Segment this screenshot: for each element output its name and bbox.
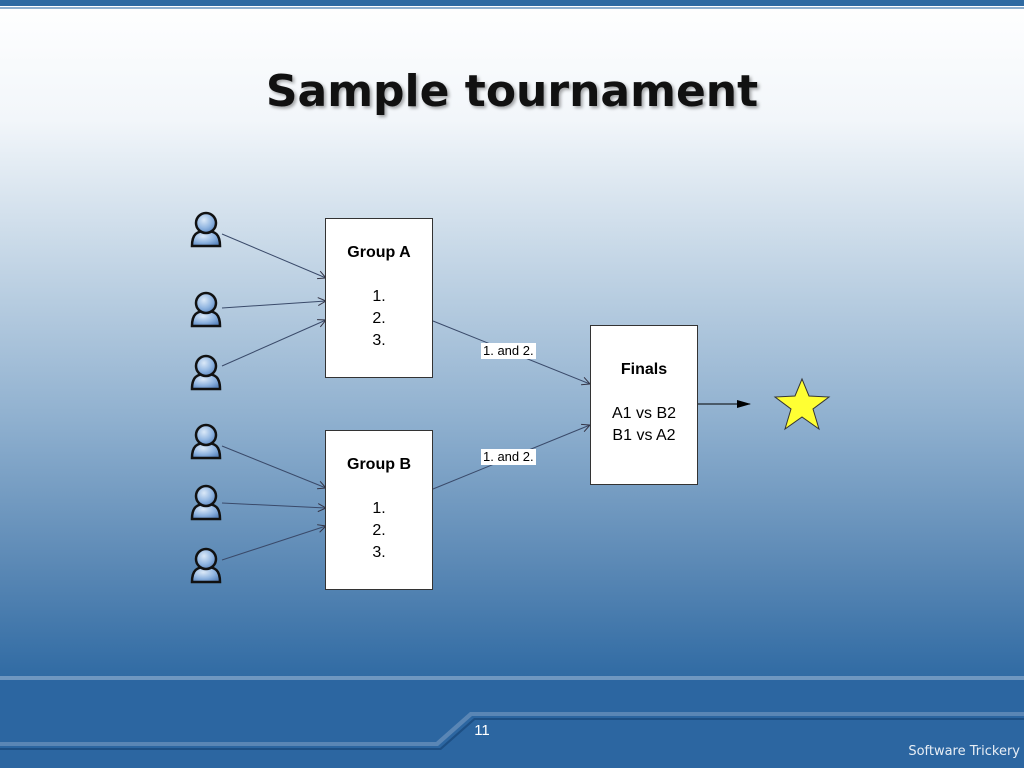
group-b-rank: 2. (372, 522, 386, 539)
edge-label-group-a: 1. and 2. (481, 343, 536, 359)
top-accent-line (0, 7, 1024, 9)
page-number: 11 (474, 722, 490, 739)
finals-heading: Finals (620, 361, 668, 378)
person-icon (190, 423, 222, 460)
finals-match: A1 vs B2 (611, 405, 677, 422)
slide-title: Sample tournament (265, 66, 759, 117)
group-a-rank: 3. (372, 332, 386, 349)
star-icon (773, 377, 831, 431)
person-icon (190, 547, 222, 584)
group-b-heading: Group B (347, 456, 411, 473)
group-b-rank: 1. (372, 500, 386, 517)
group-a-box: Group A 1. 2. 3. (325, 218, 433, 378)
connector-line (221, 301, 326, 309)
top-accent-bar (0, 0, 1024, 6)
connector-line (221, 320, 326, 367)
connector-line (221, 233, 326, 278)
brand-label: Software Trickery (908, 744, 1020, 759)
person-icon (190, 484, 222, 521)
group-a-heading: Group A (347, 244, 411, 261)
person-icon (190, 354, 222, 391)
group-a-rank: 1. (372, 288, 386, 305)
person-icon (190, 211, 222, 248)
group-a-rank: 2. (372, 310, 386, 327)
connector-line (221, 502, 326, 508)
group-b-rank: 3. (372, 544, 386, 561)
edge-label-group-b: 1. and 2. (481, 449, 536, 465)
finals-box: Finals A1 vs B2 B1 vs A2 (590, 325, 698, 485)
finals-match: B1 vs A2 (612, 427, 676, 444)
connector-line (221, 526, 326, 561)
group-b-box: Group B 1. 2. 3. (325, 430, 433, 590)
person-icon (190, 291, 222, 328)
connector-line (221, 445, 326, 488)
